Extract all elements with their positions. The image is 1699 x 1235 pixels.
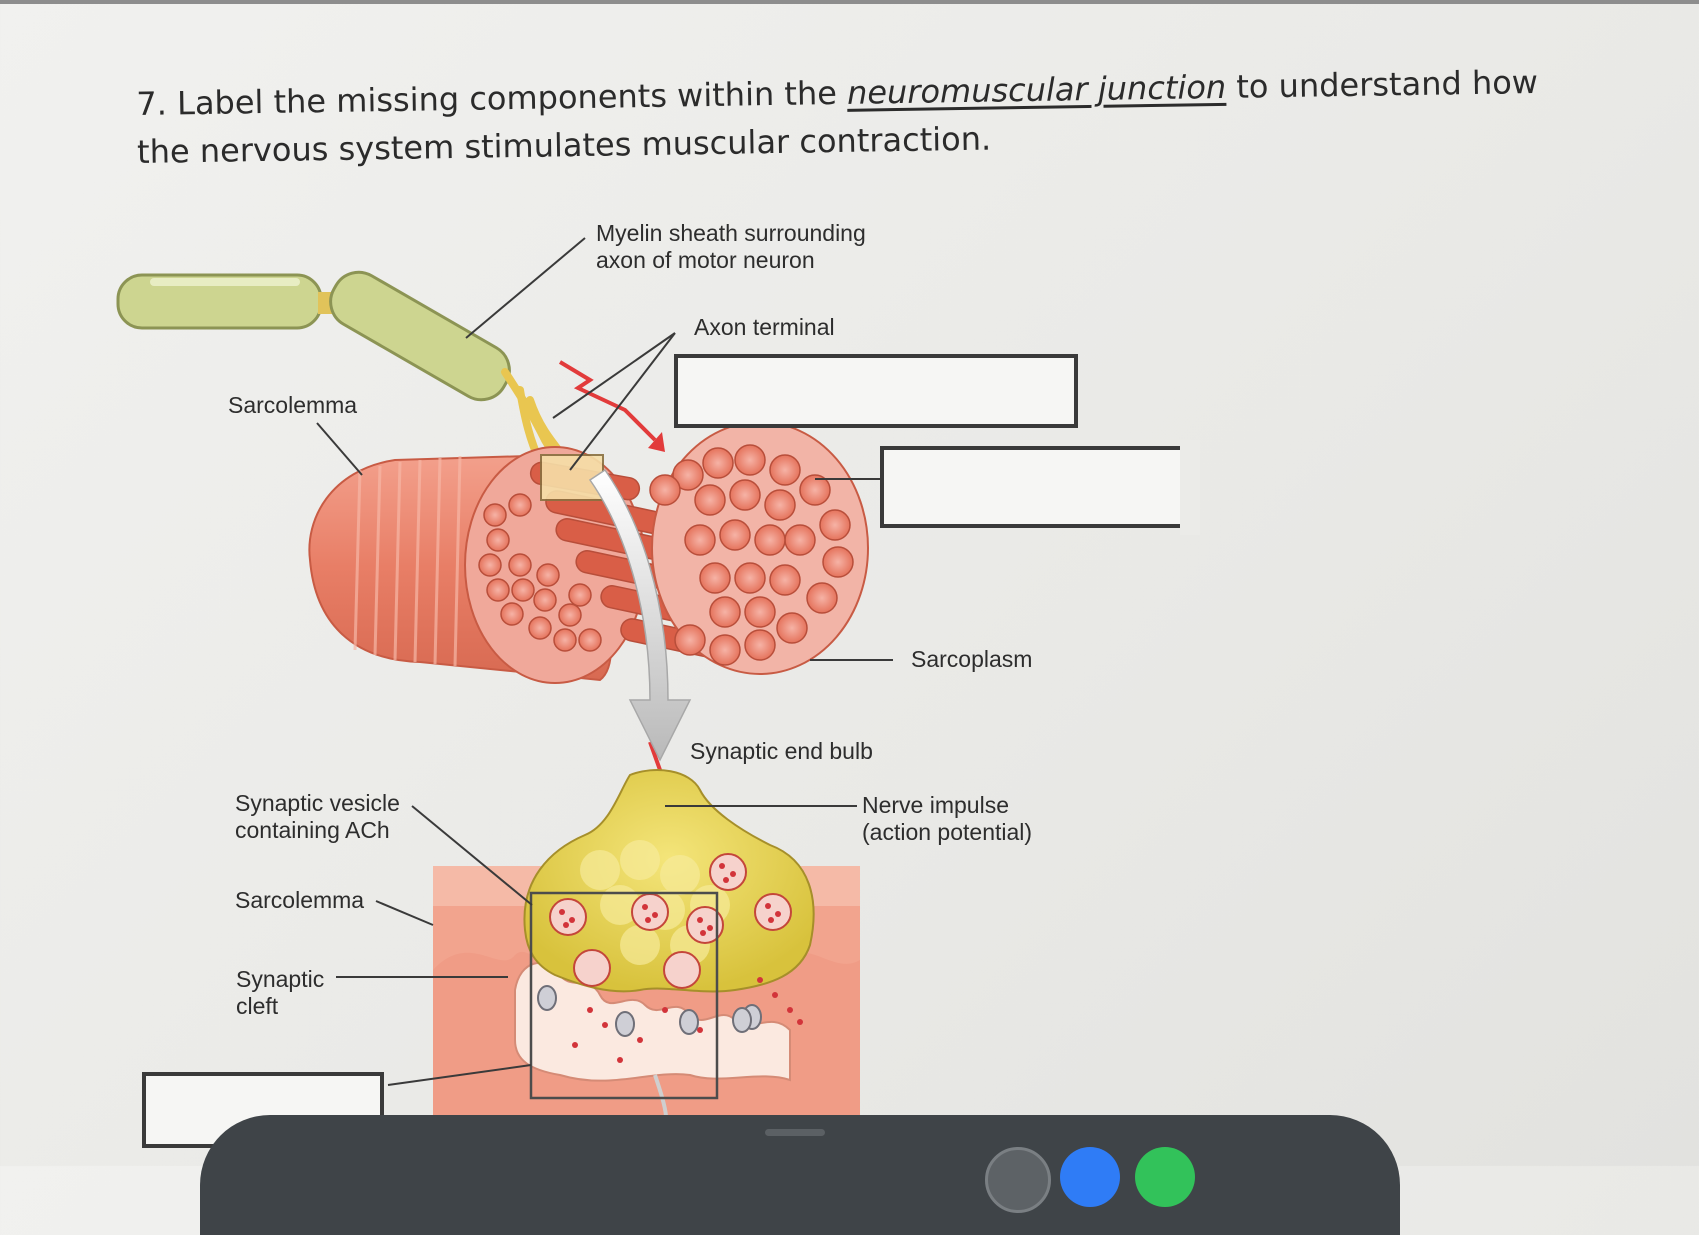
label-sarcolemma-bottom: Sarcolemma <box>235 887 365 913</box>
answer-box-edge-mask <box>1180 440 1200 535</box>
myelin-sheath <box>116 270 511 402</box>
label-synaptic-cleft-line-1: Synaptic <box>236 966 325 992</box>
label-synaptic-vesicle-line-1: Synaptic vesicle <box>235 790 400 816</box>
dock-gray-icon[interactable] <box>985 1147 1051 1213</box>
label-myelin-line-2: axon of motor neuron <box>596 247 815 273</box>
junction-detail <box>433 769 860 1117</box>
label-sarcoplasm: Sarcoplasm <box>911 646 1033 672</box>
dock-bar <box>200 1115 1400 1235</box>
zoom-arrow <box>588 468 692 762</box>
dock-green-icon[interactable] <box>1135 1147 1195 1207</box>
label-synaptic-cleft: Synaptic cleft <box>236 966 324 1020</box>
label-synaptic-vesicle-line-2: containing ACh <box>235 817 390 843</box>
dock-blue-icon[interactable] <box>1060 1147 1120 1207</box>
label-sarcolemma-top: Sarcolemma <box>228 392 358 418</box>
muscle-fiber <box>308 421 869 684</box>
label-synaptic-end-bulb: Synaptic end bulb <box>690 738 873 764</box>
label-axon-terminal: Axon terminal <box>694 314 835 340</box>
neuromuscular-junction-diagram <box>116 237 1200 1148</box>
dock-handle[interactable] <box>765 1129 825 1136</box>
label-myelin-line-1: Myelin sheath surrounding <box>596 220 866 246</box>
label-nerve-impulse-line-2: (action potential) <box>862 819 1033 845</box>
label-synaptic-vesicle: Synaptic vesicle containing ACh <box>235 790 400 844</box>
label-synaptic-cleft-line-2: cleft <box>236 993 279 1019</box>
leader-lines <box>316 237 893 1086</box>
label-nerve-impulse-line-1: Nerve impulse <box>862 792 1009 818</box>
top-edge <box>0 0 1699 4</box>
label-myelin-sheath: Myelin sheath surrounding axon of motor … <box>596 220 866 274</box>
label-nerve-impulse: Nerve impulse (action potential) <box>862 792 1032 846</box>
answer-boxes <box>142 354 1184 1148</box>
